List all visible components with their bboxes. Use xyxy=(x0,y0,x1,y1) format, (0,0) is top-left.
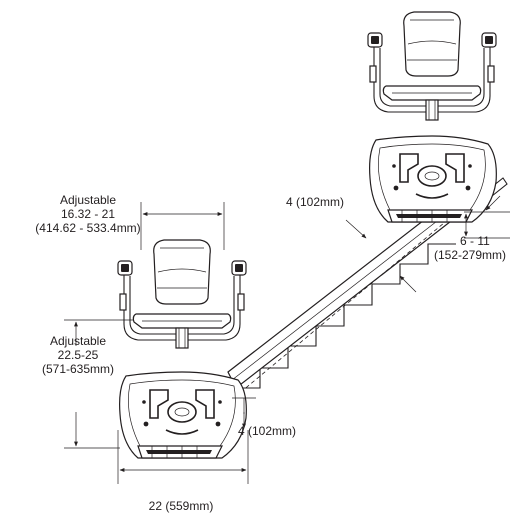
chair-upper xyxy=(367,11,498,223)
rail-width-bottom-label: 4 (102mm) xyxy=(238,424,297,438)
step-rise-dimension xyxy=(464,195,510,239)
step-rise-label-line2: (152-279mm) xyxy=(433,248,507,262)
seat-height-label-line2: 22.5-25 xyxy=(57,348,99,362)
rail-width-top-dimension xyxy=(345,219,417,293)
rail-width-bottom-dimension xyxy=(232,397,256,429)
seat-width-label-line3: (414.62 - 533.4mm) xyxy=(35,221,141,235)
overall-width-dimension xyxy=(117,430,249,484)
seat-width-label-line1: Adjustable xyxy=(59,193,117,207)
step-rise-label-line1: 6 - 11 xyxy=(460,234,490,248)
rail-width-top-label: 4 (102mm) xyxy=(286,195,345,209)
seat-width-label: Adjustable 16.32 - 21 (414.62 - 533.4mm) xyxy=(28,193,148,235)
seat-width-label-line2: 16.32 - 21 xyxy=(60,207,116,221)
seat-height-label-line1: Adjustable xyxy=(49,334,107,348)
seat-width-dimension xyxy=(140,202,225,250)
seat-height-dimension xyxy=(64,319,134,449)
chair-lower xyxy=(117,239,248,459)
seat-height-label: Adjustable 22.5-25 (571-635mm) xyxy=(30,334,126,376)
step-rise-label: 6 - 11 (152-279mm) xyxy=(424,234,516,262)
overall-width-label: 22 (559mm) xyxy=(148,499,214,513)
seat-height-label-line3: (571-635mm) xyxy=(41,362,115,376)
